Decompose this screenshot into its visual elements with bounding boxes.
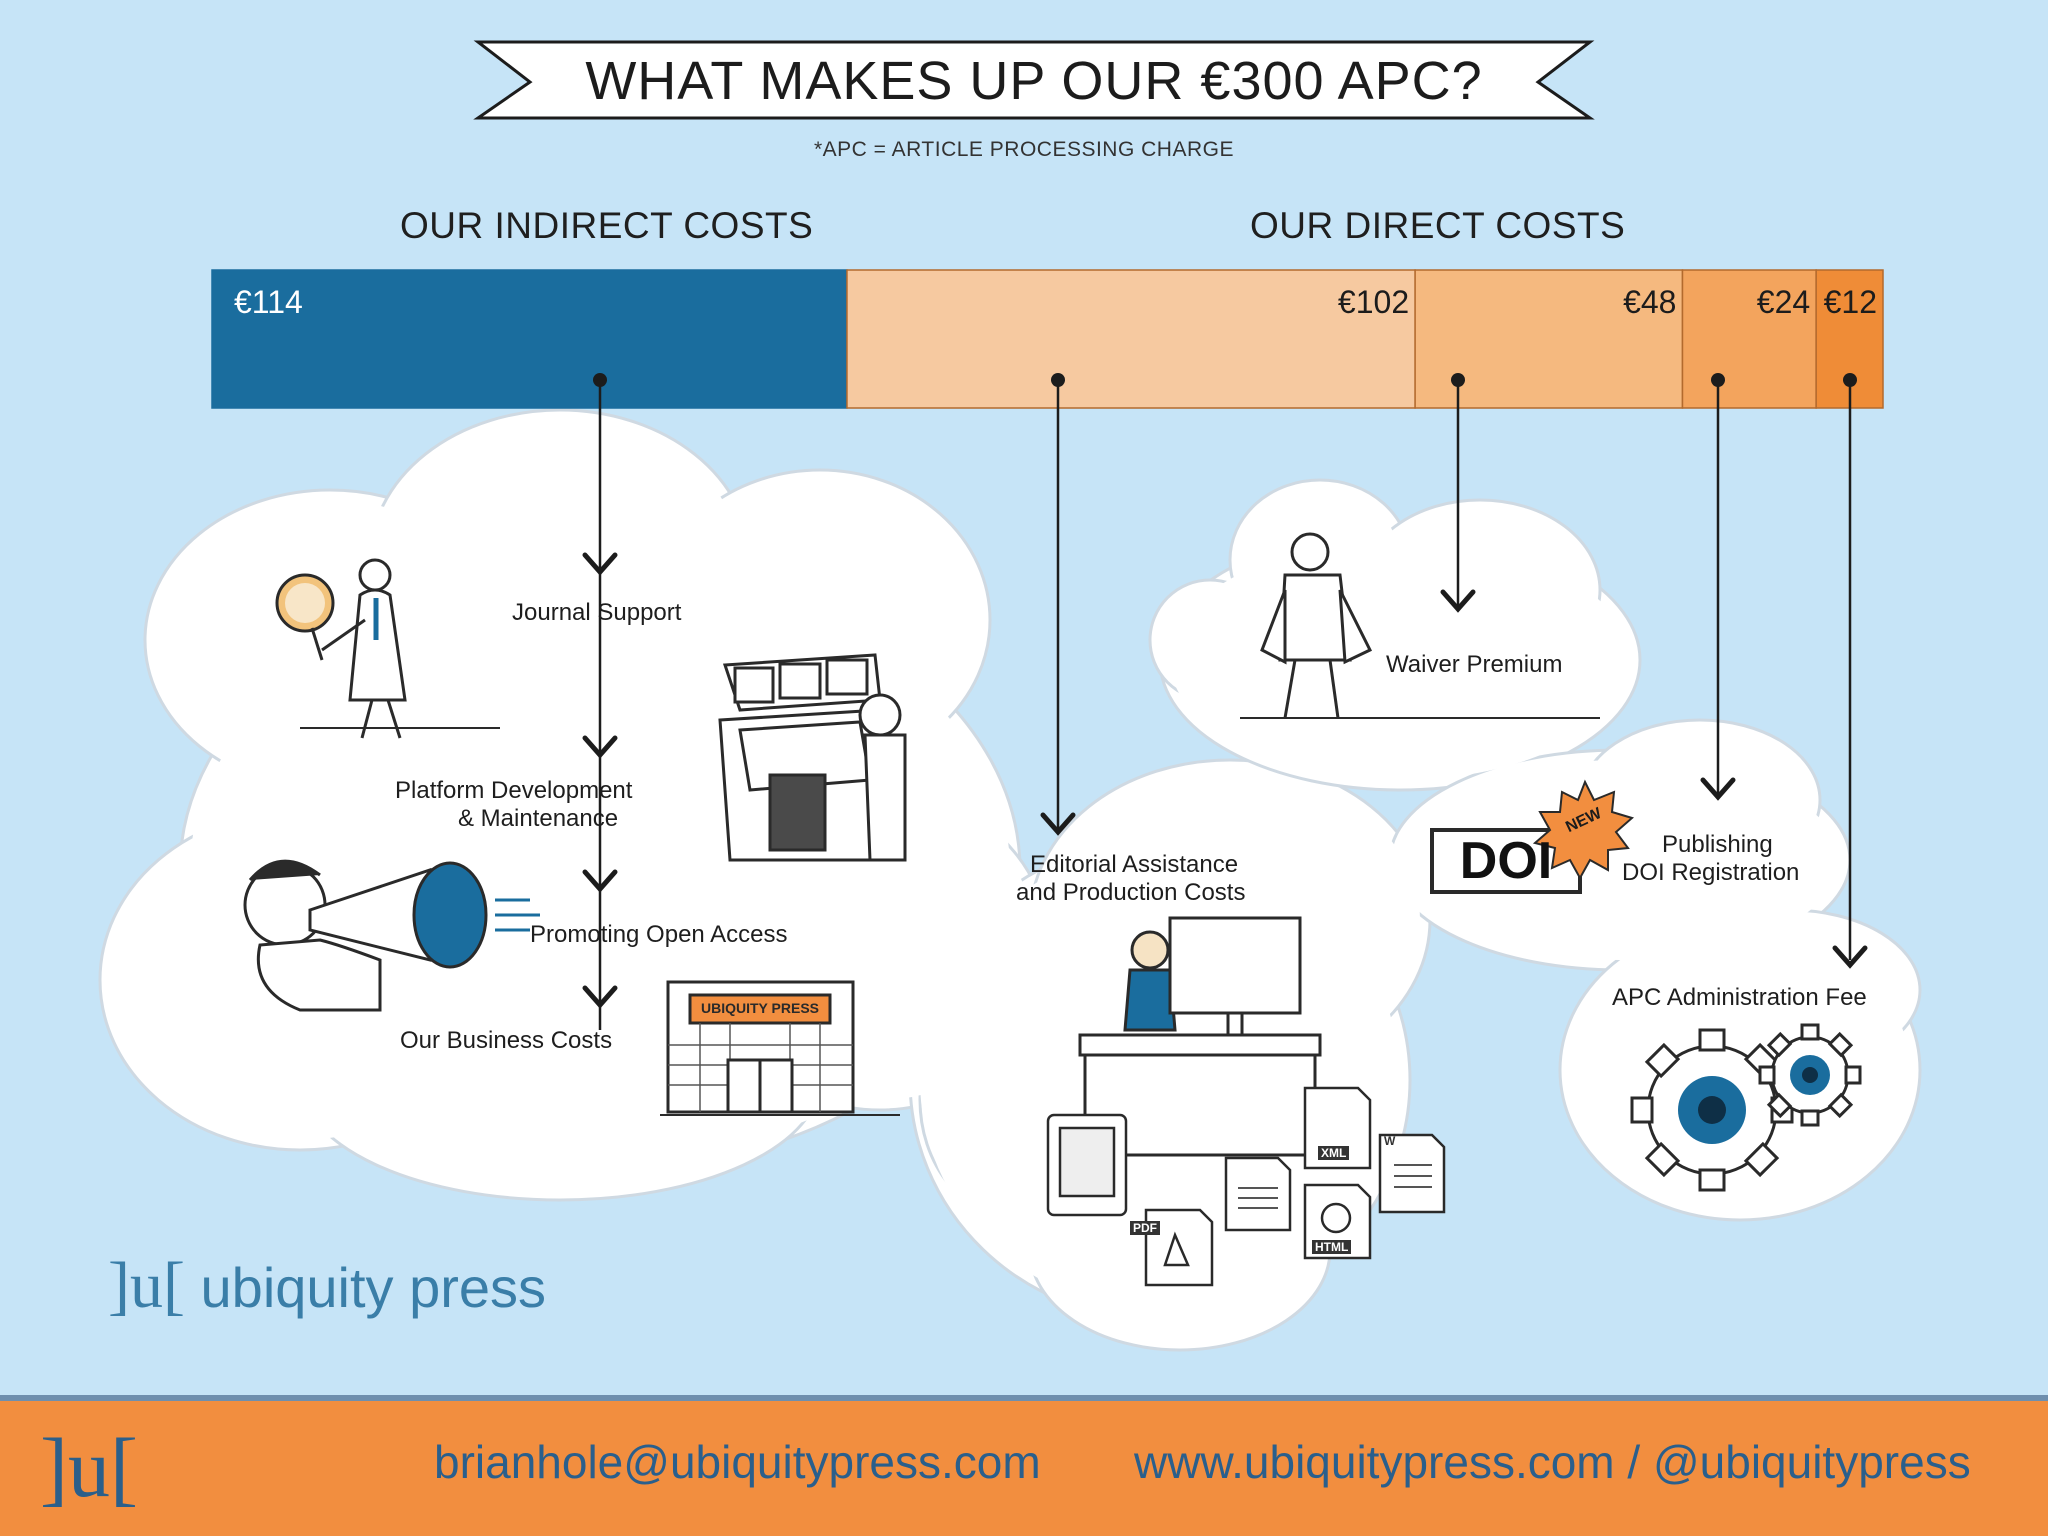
xml-file-label: XML: [1318, 1146, 1350, 1160]
illustration-layer: [98, 269, 1922, 1352]
platform-development-label-line2: & Maintenance: [458, 805, 619, 832]
apc-admin-label: APC Administration Fee: [1612, 984, 1867, 1011]
title-banner: [473, 40, 1595, 120]
footer-bar: ]u[ brianhole@ubiquitypress.com www.ubiq…: [0, 1395, 2048, 1536]
business-costs-label: Our Business Costs: [400, 1027, 613, 1054]
cost-segment-label-48: €48: [1623, 284, 1677, 320]
footer-logo: ]u[: [40, 1422, 138, 1515]
cost-segment-label-24: €24: [1756, 284, 1811, 320]
new-badge: [1532, 779, 1635, 881]
cost-segment-label-12: €12: [1823, 284, 1877, 320]
title-banner-text-box: WHAT MAKES UP OUR €300 APC?: [478, 36, 1590, 126]
website-and-social[interactable]: www.ubiquitypress.com / @ubiquitypress: [1134, 1436, 1971, 1488]
direct-costs-label: OUR DIRECT COSTS: [1250, 205, 1626, 246]
editorial-label-line2: and Production Costs: [1016, 879, 1246, 906]
cost-bar: [211, 269, 1884, 409]
cost-segment-label-102: €102: [1337, 284, 1410, 320]
promoting-open-access-label: Promoting Open Access: [530, 921, 788, 948]
brand-logo: ]u[ ubiquity press: [108, 1248, 546, 1324]
slide: WHAT MAKES UP OUR €300 APC? *APC = ARTIC…: [98, 36, 1922, 1352]
cost-connectors: [582, 373, 1868, 1030]
cost-segment-114: [211, 269, 848, 409]
building-sign: UBIQUITY PRESS: [701, 1000, 819, 1016]
brand-name: ubiquity press: [200, 1256, 547, 1319]
waiver-premium-label: Waiver Premium: [1386, 651, 1563, 678]
control-console: [718, 653, 907, 862]
journal-support-label: Journal Support: [512, 599, 682, 626]
office-building: [666, 980, 855, 1114]
page-title: WHAT MAKES UP OUR €300 APC?: [585, 51, 1483, 111]
scientist-figure: [275, 558, 407, 739]
editorial-desk: [1078, 916, 1322, 1157]
gears-graphic: [1630, 1023, 1862, 1192]
doi-label-line1: Publishing: [1662, 831, 1773, 858]
contact-email[interactable]: brianhole@ubiquitypress.com: [434, 1436, 1041, 1488]
cost-segment-102: [846, 269, 1416, 409]
waiver-figure: [1260, 532, 1373, 719]
megaphone-figure: [243, 859, 540, 1012]
pdf-file-label: PDF: [1130, 1221, 1160, 1235]
file-icons: [1046, 1086, 1446, 1287]
platform-development-label-line1: Platform Development: [395, 777, 633, 804]
subtitle: *APC = ARTICLE PROCESSING CHARGE: [814, 138, 1234, 161]
word-file-label: W: [1384, 1134, 1396, 1148]
editorial-label-line1: Editorial Assistance: [1030, 851, 1239, 878]
brand-mark: ]u[: [108, 1249, 185, 1322]
doi-label-line2: DOI Registration: [1622, 859, 1800, 886]
cost-segment-label-114: €114: [234, 284, 303, 320]
html-file-label: HTML: [1312, 1240, 1352, 1254]
doi-text: DOI: [1459, 832, 1553, 890]
indirect-costs-label: OUR INDIRECT COSTS: [400, 205, 814, 246]
